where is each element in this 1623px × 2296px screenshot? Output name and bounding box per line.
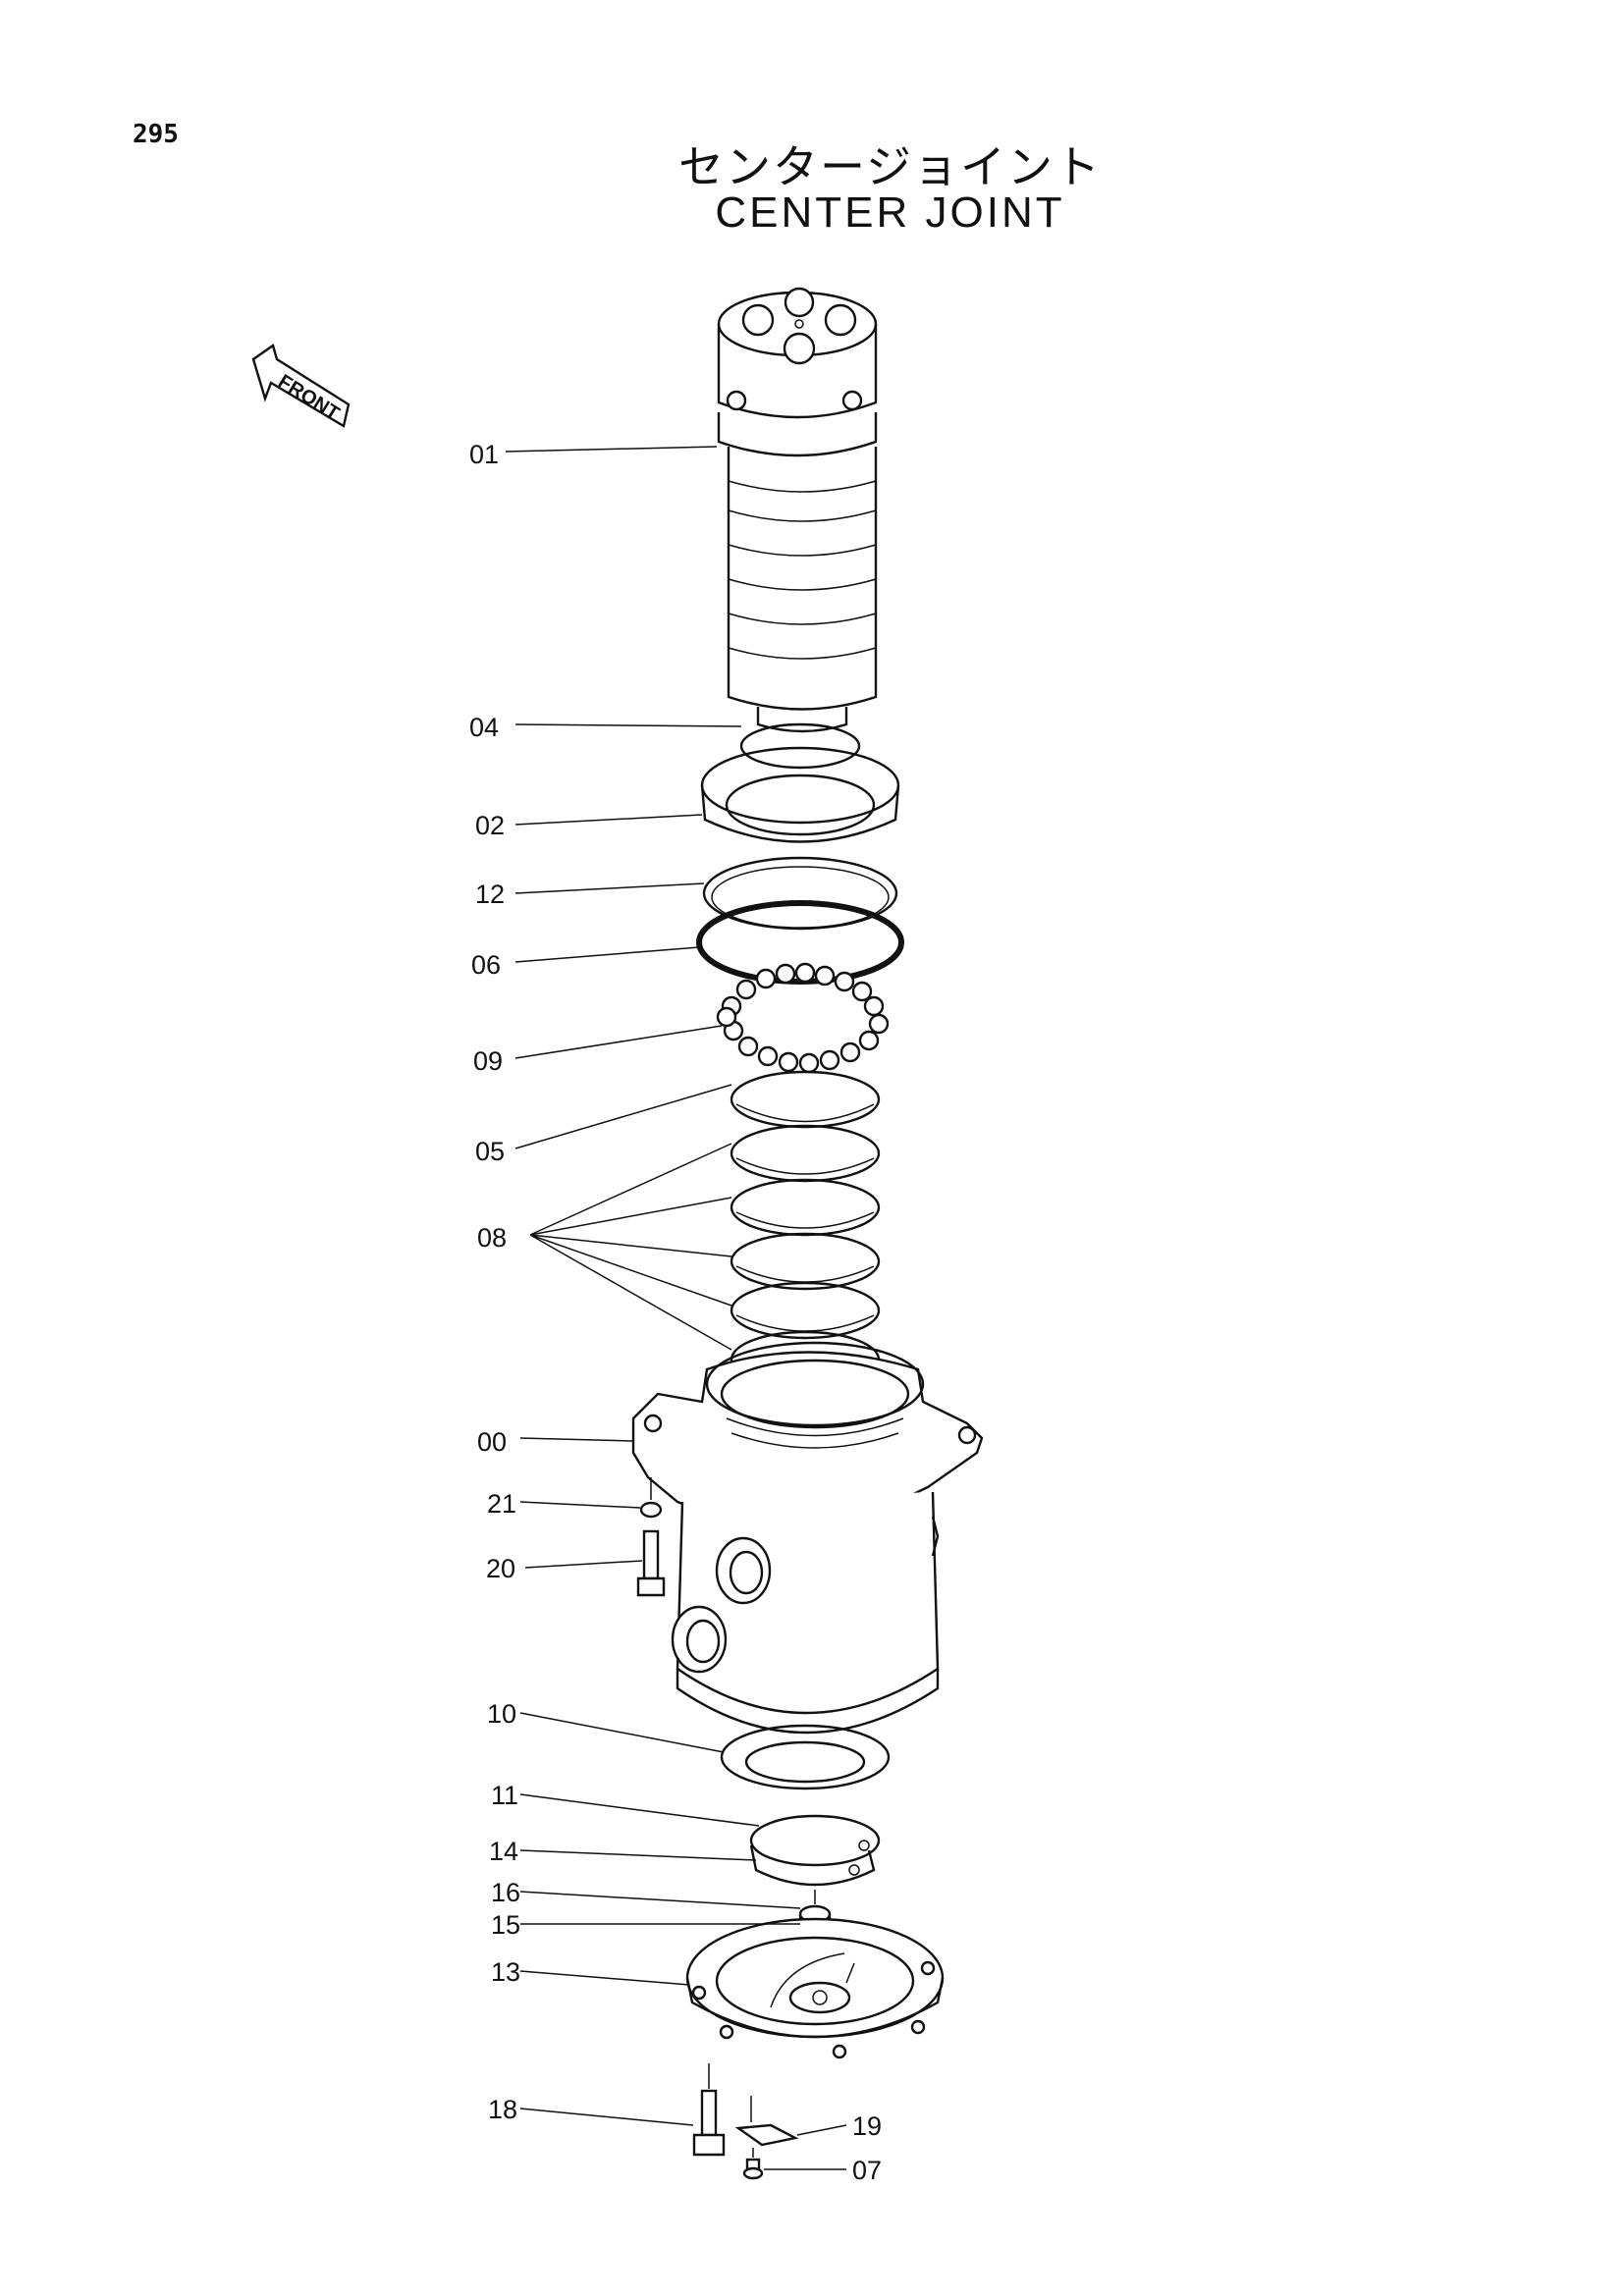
callout-20: 20	[486, 1554, 515, 1583]
part-06-o-ring	[696, 900, 904, 985]
callout-16: 16	[491, 1878, 520, 1907]
callout-12: 12	[475, 880, 505, 909]
part-08-seals	[730, 1124, 881, 1389]
callout-13: 13	[491, 1957, 520, 1987]
part-02-cover	[700, 746, 900, 843]
callout-15: 15	[491, 1910, 520, 1940]
part-04-ring	[739, 722, 861, 770]
callout-00: 00	[477, 1427, 507, 1457]
title-english: CENTER JOINT	[715, 188, 1065, 237]
part-11-snap-ring	[749, 1814, 881, 1887]
part-05-seal	[730, 1070, 881, 1129]
page-number: 295	[133, 120, 179, 149]
part-19-lock-plate	[734, 2123, 799, 2147]
part-21-washer	[639, 1501, 663, 1519]
front-arrow-icon: FRONT	[251, 344, 351, 428]
callout-11: 11	[491, 1781, 518, 1810]
callout-08: 08	[477, 1223, 507, 1253]
leader-lines	[505, 446, 847, 2170]
callout-04: 04	[469, 713, 499, 742]
callout-18: 18	[488, 2095, 517, 2124]
callout-01: 01	[469, 440, 499, 469]
callout-02: 02	[475, 811, 505, 840]
part-13-cover	[685, 1917, 945, 2059]
part-12-ring	[702, 856, 898, 931]
callout-10: 10	[487, 1699, 516, 1729]
part-00-body	[631, 1341, 984, 1735]
part-07-screw	[742, 2158, 764, 2180]
part-09-steel-balls	[716, 962, 890, 1074]
part-10-plate	[720, 1724, 891, 1790]
part-18-bolt	[692, 2089, 726, 2157]
part-20-bolt	[636, 1529, 666, 1597]
callout-09: 09	[473, 1046, 503, 1076]
callout-07: 07	[852, 2156, 882, 2185]
callout-05: 05	[475, 1137, 505, 1166]
callout-14: 14	[489, 1837, 518, 1866]
title-japanese: センタージョイント	[677, 140, 1103, 193]
callout-06: 06	[471, 950, 501, 980]
part-01-spindle	[717, 287, 878, 733]
callout-21: 21	[487, 1489, 516, 1519]
callout-19: 19	[852, 2111, 882, 2141]
callout-labels: 01 04 02 12 06 09 05 08 00 21 20 10 11 1…	[469, 440, 882, 2185]
